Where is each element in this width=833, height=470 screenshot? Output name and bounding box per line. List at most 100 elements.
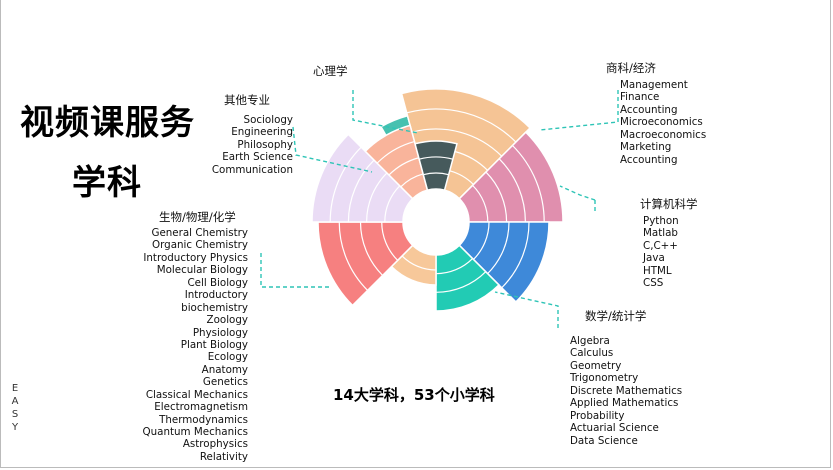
subject-item: Accounting <box>620 153 678 166</box>
vertical-letter: A <box>11 396 19 407</box>
vertical-brand-text: E A S Y <box>9 382 21 434</box>
category-other-label: 其他专业 <box>224 93 270 107</box>
math-teal-petal <box>435 244 500 312</box>
psych-leader <box>352 90 419 134</box>
bio-red-petal-ring <box>359 221 384 276</box>
subject-item: Classical Mechanics <box>145 388 248 401</box>
subject-item: Molecular Biology <box>156 264 248 277</box>
bio-red-petal-ring <box>381 221 399 261</box>
subject-item: General Chemistry <box>151 227 248 239</box>
category-cs-label: 计算机科学 <box>640 197 698 211</box>
bio-lavender-petal-ring <box>366 172 388 223</box>
business-petal-ring <box>406 108 517 143</box>
subject-item: Philosophy <box>237 138 293 151</box>
subject-item: Discrete Mathematics <box>570 384 683 397</box>
subject-item: Engineering <box>231 126 293 139</box>
cs-leader <box>559 185 596 201</box>
subject-item: Communication <box>211 163 293 176</box>
math-blue-petal-ring <box>501 221 530 289</box>
cs-petal <box>458 131 564 223</box>
subject-item: Finance <box>620 91 660 104</box>
subject-item: CSS <box>643 277 664 290</box>
category-math-label: 数学/统计学 <box>585 309 647 323</box>
subject-item: Ecology <box>207 351 248 364</box>
cs-petal-ring <box>512 145 545 223</box>
bio-lavender-petal-ring <box>329 146 362 223</box>
subject-item: Introductory Physics <box>143 251 248 264</box>
leader-lines <box>260 90 619 328</box>
bio-leader <box>260 253 332 288</box>
cs-petal-ring <box>498 158 526 223</box>
page-title-line1: 视频课服务 <box>20 103 195 143</box>
vertical-letter: Y <box>11 422 19 433</box>
math-teal-petal-ring <box>435 271 487 293</box>
cs-petal-ring <box>472 184 489 223</box>
subject-item: Zoology <box>206 314 248 327</box>
subject-item: Data Science <box>570 434 638 447</box>
bio-lavender-petal-ring <box>384 185 401 223</box>
math-blue-petal-ring <box>473 221 490 260</box>
category-business-label: 商科/经济 <box>606 61 656 75</box>
business-petal-ring <box>411 128 503 157</box>
subject-item: Management <box>620 79 688 91</box>
subject-item: Physiology <box>192 326 248 339</box>
vertical-letter: S <box>11 409 19 420</box>
psych-petal <box>414 140 458 192</box>
math-blue-petal-ring <box>487 221 510 275</box>
other-petal-ring <box>376 141 415 164</box>
subject-item: Organic Chemistry <box>152 239 248 252</box>
subject-item: Genetics <box>202 376 248 389</box>
psych-petal-ring <box>419 156 453 160</box>
category-psychology-label: 心理学 <box>313 64 348 78</box>
subject-item: Astrophysics <box>182 438 248 451</box>
subject-item: Algebra <box>570 335 610 347</box>
subject-item: Marketing <box>620 141 672 154</box>
category-bio-label: 生物/物理/化学 <box>159 210 236 224</box>
subject-item: Anatomy <box>201 363 248 376</box>
subject-item: Macroeconomics <box>620 128 707 141</box>
subject-item: Actuarial Science <box>570 422 659 435</box>
subject-item: Applied Mathematics <box>570 397 679 410</box>
summary-text: 14大学科，53个小学科 <box>333 386 495 404</box>
other-petal-ring <box>400 173 424 188</box>
subject-item: Java <box>643 252 665 265</box>
other-petal <box>364 124 429 200</box>
bio-red-petal-ring <box>338 221 369 291</box>
bio-lavender-petal <box>311 133 414 223</box>
psych-petal-ring <box>423 172 449 176</box>
business-leader <box>539 90 619 131</box>
subject-item: Accounting <box>620 103 678 116</box>
subject-item: Geometry <box>570 359 622 372</box>
subject-item: Plant Biology <box>180 338 248 351</box>
math-teal-petal-ring <box>435 258 473 275</box>
subject-item: Python <box>643 215 679 227</box>
page-title-line2: 学科 <box>72 163 142 203</box>
subject-item: Probability <box>570 409 625 422</box>
vertical-letter: E <box>11 383 19 394</box>
subject-item: Trigonometry <box>570 372 639 385</box>
subject-item: Introductory <box>184 289 248 302</box>
other-leader <box>292 126 373 173</box>
math-leader <box>494 291 559 328</box>
subject-item: Calculus <box>570 347 614 360</box>
rose-petals <box>311 88 564 312</box>
subject-item: Sociology <box>243 114 293 126</box>
subject-item: Earth Science <box>222 151 293 164</box>
subject-item: Microeconomics <box>620 116 703 129</box>
cs-petal-ring <box>485 171 508 223</box>
subject-item: HTML <box>643 264 672 277</box>
subject-item: Thermodynamics <box>159 413 248 426</box>
bio-lavender-petal-ring <box>347 159 375 223</box>
subject-item: Cell Biology <box>187 276 248 289</box>
other-petal-ring <box>388 157 419 176</box>
subject-item: Quantum Mechanics <box>142 426 248 438</box>
light-orange-petal-ring <box>401 255 437 271</box>
subject-item: C,C++ <box>643 239 678 252</box>
